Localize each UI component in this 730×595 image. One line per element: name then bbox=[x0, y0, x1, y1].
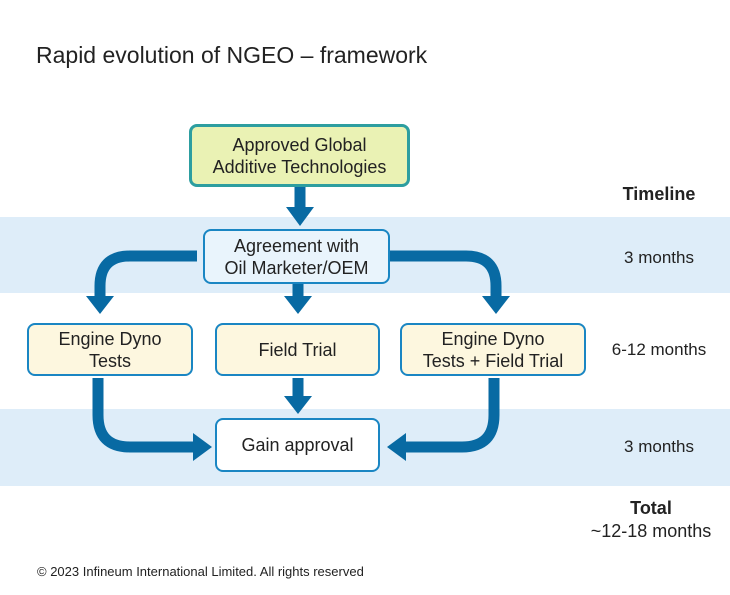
arrow-dyno-to-gain bbox=[92, 378, 195, 453]
agreement-line2: Oil Marketer/OEM bbox=[224, 257, 369, 278]
page-title: Rapid evolution of NGEO – framework bbox=[36, 42, 428, 68]
arrow-agreement-to-dyno bbox=[94, 250, 197, 298]
arrowhead-dyno-field bbox=[482, 296, 510, 314]
approved-technologies-box: Approved Global Additive Technologies bbox=[189, 124, 410, 187]
field-trial-box: Field Trial bbox=[215, 323, 380, 376]
engine-dyno-box: Engine Dyno Tests bbox=[27, 323, 193, 376]
timeline-heading: Timeline bbox=[622, 184, 696, 204]
timeline-stage-3: 3 months bbox=[624, 437, 694, 456]
approved-technologies-line1: Approved Global bbox=[232, 134, 367, 155]
engine-dyno-field-line1: Engine Dyno bbox=[441, 328, 545, 349]
total-value: ~12-18 months bbox=[590, 521, 712, 541]
timeline-stage-1: 3 months bbox=[624, 248, 694, 267]
engine-dyno-field-trial-box: Engine Dyno Tests + Field Trial bbox=[400, 323, 586, 376]
arrowhead-agreement bbox=[286, 207, 314, 226]
approved-technologies-line2: Additive Technologies bbox=[212, 156, 387, 177]
arrowhead-gain-right bbox=[387, 433, 406, 461]
arrow-dyno-field-to-gain bbox=[404, 378, 500, 453]
copyright-footer: © 2023 Infineum International Limited. A… bbox=[37, 564, 364, 579]
total-label: Total bbox=[630, 498, 672, 518]
arrow-agreement-to-dyno-field bbox=[390, 250, 502, 298]
arrowhead-gain-left bbox=[193, 433, 212, 461]
gain-approval-box: Gain approval bbox=[215, 418, 380, 472]
arrowhead-field bbox=[284, 296, 312, 314]
engine-dyno-line2: Tests bbox=[88, 350, 131, 371]
arrowhead-dyno bbox=[86, 296, 114, 314]
agreement-line1: Agreement with bbox=[233, 235, 360, 256]
engine-dyno-line1: Engine Dyno bbox=[58, 328, 162, 349]
arrowhead-gain-top bbox=[284, 396, 312, 414]
engine-dyno-field-line2: Tests + Field Trial bbox=[422, 350, 564, 371]
agreement-box: Agreement with Oil Marketer/OEM bbox=[203, 229, 390, 284]
field-trial-label: Field Trial bbox=[258, 339, 337, 360]
gain-approval-label: Gain approval bbox=[241, 435, 354, 455]
timeline-stage-2: 6-12 months bbox=[611, 340, 707, 359]
